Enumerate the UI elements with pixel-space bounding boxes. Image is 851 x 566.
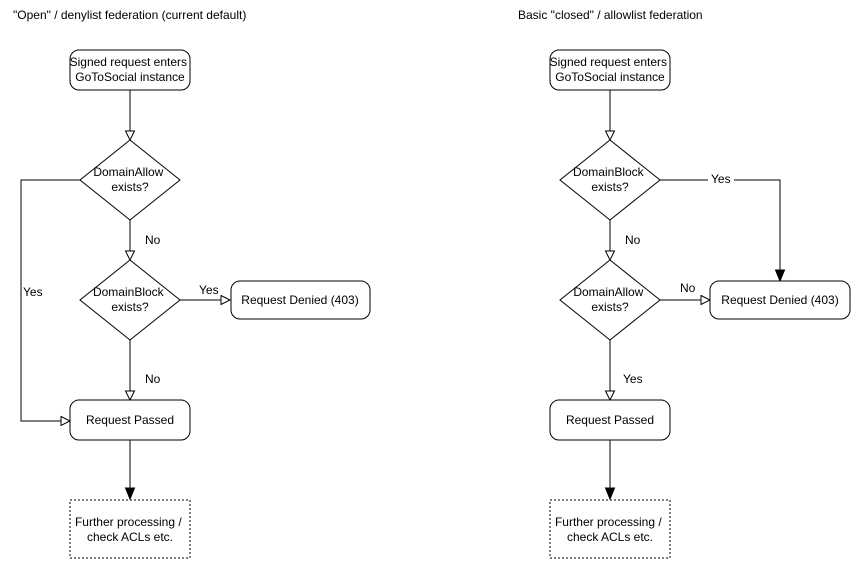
node-domainblock-line1: DomainBlock <box>93 285 165 299</box>
node-request-denied-label: Request Denied (403) <box>241 293 358 307</box>
node-domainblock: DomainBlock exists? <box>559 139 661 221</box>
node-domainallow-line1: DomainAllow <box>573 285 643 299</box>
node-domainallow-label: DomainAllow exists? <box>93 165 166 194</box>
node-request-passed-label: Request Passed <box>86 413 174 427</box>
node-further-processing: Further processing / check ACLs etc. <box>69 499 191 559</box>
node-domainallow-line1: DomainAllow <box>93 165 163 179</box>
node-further-processing-label: Further processing / check ACLs etc. <box>555 515 665 544</box>
edge-label-block-yes: Yes <box>199 283 219 297</box>
node-start-label: Signed request enters GoToSocial instanc… <box>70 55 191 84</box>
node-start-shape <box>549 49 671 91</box>
node-start-shape <box>69 49 191 91</box>
node-start-line2: GoToSocial instance <box>75 70 185 84</box>
node-request-denied: Request Denied (403) <box>230 280 371 320</box>
node-request-passed-label: Request Passed <box>566 413 654 427</box>
edge-label-block-no: No <box>145 372 161 386</box>
node-start: Signed request enters GoToSocial instanc… <box>549 49 671 91</box>
node-request-passed: Request Passed <box>549 399 671 441</box>
edge-domainblock-yes-to-denied <box>660 179 786 283</box>
node-start-line2: GoToSocial instance <box>555 70 665 84</box>
node-start-label: Signed request enters GoToSocial instanc… <box>550 55 671 84</box>
node-domainblock-label: DomainBlock exists? <box>573 165 647 194</box>
node-domainblock-shape <box>559 139 661 221</box>
node-domainallow: DomainAllow exists? <box>559 259 661 341</box>
node-domainblock-line2: exists? <box>591 180 629 194</box>
node-domainallow-shape <box>559 259 661 341</box>
node-domainblock-label: DomainBlock exists? <box>93 285 167 314</box>
edge-label-allow-no: No <box>145 233 161 247</box>
left-chart-title: "Open" / denylist federation (current de… <box>13 8 246 22</box>
node-further-processing-line2: check ACLs etc. <box>87 530 173 544</box>
node-start: Signed request enters GoToSocial instanc… <box>69 49 191 91</box>
node-further-processing-line1: Further processing / <box>555 515 662 529</box>
node-domainblock-line1: DomainBlock <box>573 165 645 179</box>
edge-label-block-yes: Yes <box>711 172 731 186</box>
node-further-processing-shape <box>549 499 671 559</box>
edge-label-block-yes-bg <box>708 171 734 185</box>
edge-domainallow-yes-to-passed <box>20 179 80 427</box>
node-request-denied-shape <box>709 280 851 320</box>
node-domainallow-line2: exists? <box>591 300 629 314</box>
node-request-denied-label: Request Denied (403) <box>721 293 838 307</box>
node-domainallow-shape <box>79 139 181 221</box>
edge-label-block-no: No <box>625 233 641 247</box>
node-request-passed-shape <box>69 399 191 441</box>
right-chart-title: Basic "closed" / allowlist federation <box>518 8 703 22</box>
node-request-denied: Request Denied (403) <box>709 280 851 320</box>
node-request-passed-shape <box>549 399 671 441</box>
edge-label-allow-no: No <box>680 281 696 295</box>
node-domainallow: DomainAllow exists? <box>79 139 181 221</box>
right-flowchart: Basic "closed" / allowlist federation Ye… <box>518 8 851 559</box>
edge-label-allow-yes: Yes <box>23 285 43 299</box>
left-flowchart: "Open" / denylist federation (current de… <box>13 8 371 559</box>
node-request-passed: Request Passed <box>69 399 191 441</box>
node-further-processing-shape <box>69 499 191 559</box>
node-start-line1: Signed request enters <box>550 55 667 69</box>
node-further-processing-line2: check ACLs etc. <box>567 530 653 544</box>
node-further-processing-line1: Further processing / <box>75 515 182 529</box>
node-further-processing: Further processing / check ACLs etc. <box>549 499 671 559</box>
node-domainblock-shape <box>79 259 181 341</box>
node-domainblock-line2: exists? <box>111 300 149 314</box>
node-domainallow-line2: exists? <box>111 180 149 194</box>
edge-label-allow-yes: Yes <box>623 372 643 386</box>
node-start-line1: Signed request enters <box>70 55 187 69</box>
node-domainallow-label: DomainAllow exists? <box>573 285 646 314</box>
node-domainblock: DomainBlock exists? <box>79 259 181 341</box>
node-request-denied-shape <box>230 280 371 320</box>
node-further-processing-label: Further processing / check ACLs etc. <box>75 515 185 544</box>
